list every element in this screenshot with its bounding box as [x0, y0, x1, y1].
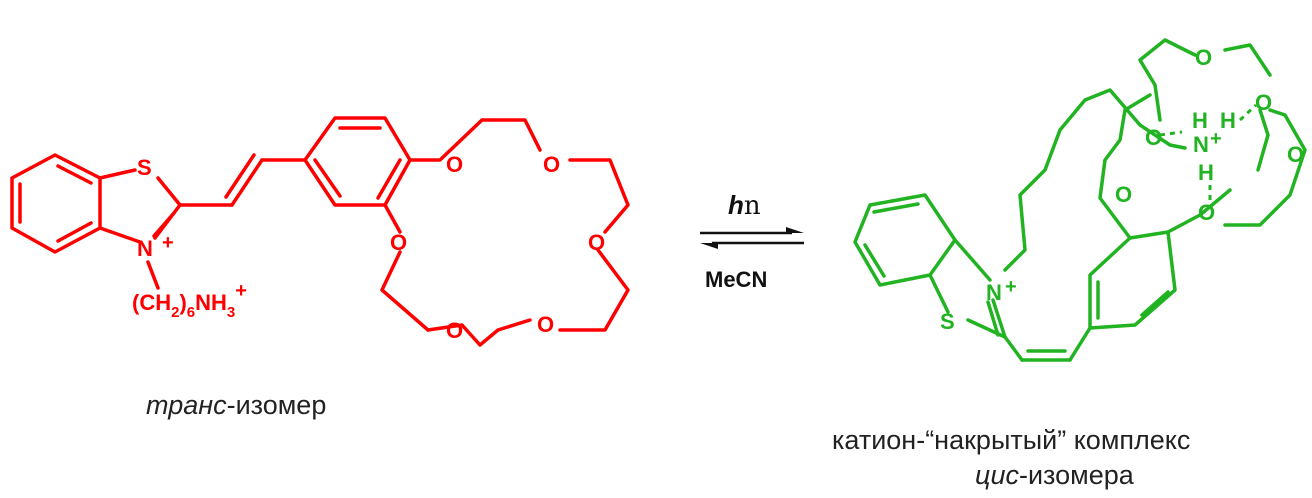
equilibrium-arrows [700, 227, 804, 249]
trans-oxygen-label: O [588, 230, 605, 255]
trans-crown-benzo-ring [303, 116, 412, 207]
cis-nitrogen-label: N [986, 280, 1002, 305]
trans-benzo-ring [10, 153, 102, 254]
cis-oxygen-label: O [1115, 182, 1132, 207]
cis-oxygen-label: O [1145, 125, 1162, 150]
cis-complex-caption-line2: цис-изомера [975, 460, 1134, 491]
trans-caption-italic: транс [146, 390, 227, 420]
cis-sulfur-label: S [940, 309, 955, 334]
cis-benzo-ring [853, 193, 957, 287]
cis-crown-chain [1098, 93, 1152, 240]
cis-oxygen-label: O [1198, 200, 1215, 225]
cis-atom-labels: S N + N + H H H O O O O O O [940, 45, 1304, 334]
cis-complex-caption-line1: катион-“накрытый” комплекс [832, 425, 1191, 455]
trans-nitrogen-label: N [137, 236, 153, 261]
cis-oxygen-label: O [1287, 142, 1304, 167]
cis-hydrogen-label: H [1198, 160, 1214, 185]
trans-atom-labels: S N + (CH2)6NH3+ O O O O O O [132, 152, 605, 343]
trans-oxygen-label: O [446, 152, 463, 177]
cis-caption-italic: цис [975, 460, 1019, 490]
trans-alkylammonium-label: (CH2)6NH3+ [132, 280, 247, 321]
trans-oxygen-label: O [390, 230, 407, 255]
trans-oxygen-label: O [543, 152, 560, 177]
trans-nitrogen-charge: + [162, 232, 174, 254]
cis-hydrogen-label: H [1192, 108, 1208, 133]
cis-ammonium-charge: + [1210, 128, 1222, 150]
cis-hexyl-chain [1003, 88, 1187, 272]
trans-oxygen-label: O [446, 318, 463, 343]
cis-crown-benzo-ring [1088, 230, 1177, 330]
cis-complex-structure [853, 38, 1307, 362]
cis-hydrogen-label: H [1220, 108, 1236, 133]
cis-nitrogen-charge: + [1005, 276, 1017, 298]
cis-caption-rest: -изомера [1018, 460, 1134, 490]
trans-isomer-structure [10, 116, 630, 347]
reverse-condition-label: MeCN [705, 267, 767, 292]
trans-oxygen-label: O [537, 312, 554, 337]
cis-ammonium-nitrogen-label: N [1193, 132, 1209, 157]
cis-oxygen-label: O [1255, 90, 1272, 115]
forward-condition-label: hn [728, 190, 761, 221]
cis-hydrogen-bonds [1159, 103, 1258, 205]
trans-sulfur-label: S [137, 155, 152, 180]
trans-isomer-caption: транс-изомер [146, 390, 326, 421]
trans-crown-chain [408, 118, 542, 162]
cis-oxygen-label: O [1195, 45, 1212, 70]
trans-caption-rest: -изомер [226, 390, 327, 420]
